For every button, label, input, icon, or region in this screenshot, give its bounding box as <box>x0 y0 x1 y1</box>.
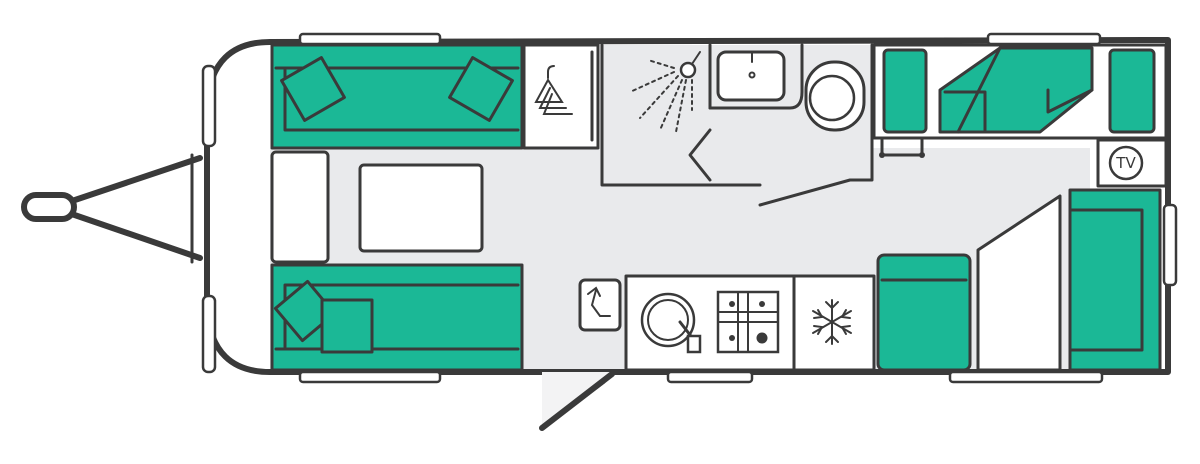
fridge-snowflake-icon <box>812 299 852 345</box>
front-window-bottom <box>201 294 217 374</box>
rear-bunks <box>872 43 1168 158</box>
tow-hitch-icon <box>21 153 203 264</box>
entrance-door[interactable] <box>539 371 615 431</box>
tv-label: TV <box>1115 154 1136 172</box>
cabinet-angled <box>976 194 1062 372</box>
washroom <box>708 43 874 207</box>
hob-icon <box>716 290 780 354</box>
front-window-top <box>201 64 217 148</box>
shower <box>600 43 762 187</box>
dining-table <box>358 163 484 253</box>
roof-window-bottom-right <box>948 370 1104 384</box>
roof-window-bottom-left <box>298 370 442 384</box>
roof-window-top-left <box>298 32 442 46</box>
wardrobe-hanger-icon <box>534 65 573 115</box>
front-chest <box>270 150 330 264</box>
roof-window-top-right <box>986 32 1102 46</box>
cushion <box>448 56 514 122</box>
cushion <box>320 298 374 354</box>
front-sofa-top <box>270 43 524 150</box>
wardrobe <box>522 43 600 150</box>
front-sofa-bottom <box>270 263 524 372</box>
sink-bowl-icon <box>640 292 702 354</box>
roof-window-bottom-mid <box>666 370 754 384</box>
drainer-icon <box>578 278 622 332</box>
rear-window <box>1162 203 1178 287</box>
front-seat <box>876 253 972 372</box>
cushion <box>273 279 337 343</box>
rear-sofa <box>1068 188 1162 372</box>
cushion <box>882 48 928 134</box>
toilet-icon <box>804 60 866 132</box>
sink-icon <box>716 50 786 102</box>
cushion <box>280 56 346 122</box>
kitchen <box>578 274 876 372</box>
shower-icon <box>629 51 701 133</box>
cushion <box>1108 48 1156 134</box>
tv-icon: TV <box>1096 138 1168 188</box>
